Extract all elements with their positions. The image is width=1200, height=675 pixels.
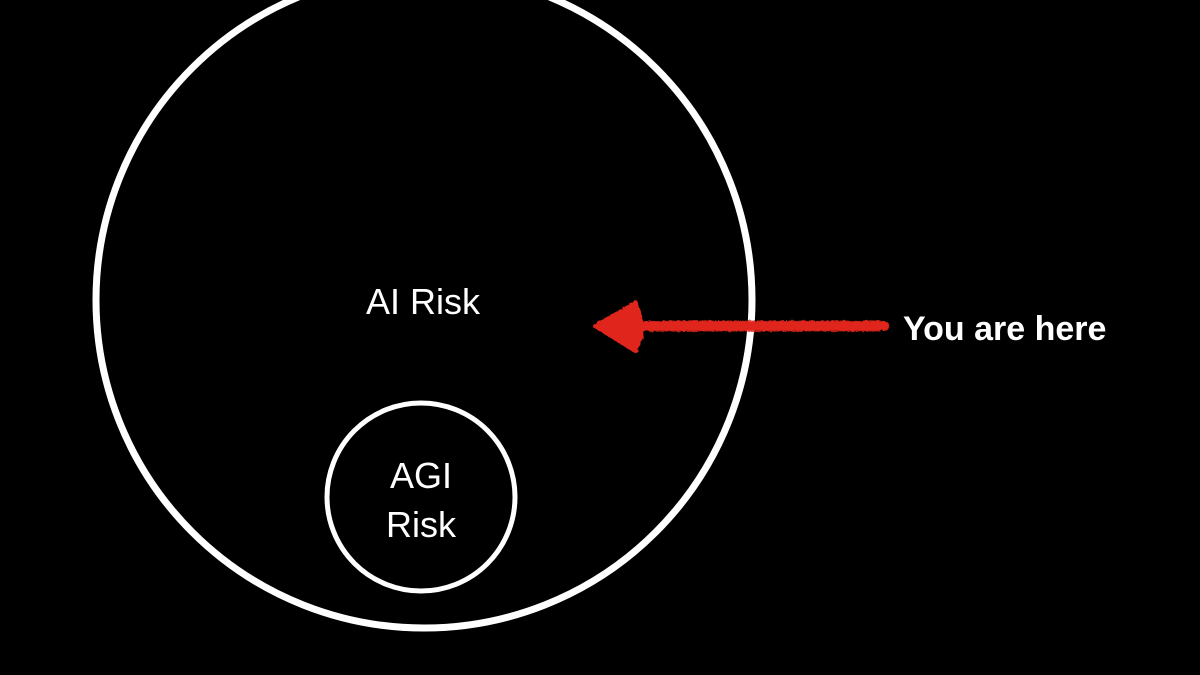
agi-risk-label-line2: Risk <box>386 504 457 545</box>
agi-risk-label-line1: AGI <box>390 455 452 496</box>
ai-risk-circle <box>92 0 756 632</box>
you-are-here-label: You are here <box>903 310 1106 348</box>
ai-risk-label: AI Risk <box>366 281 481 322</box>
agi-risk-circle <box>324 400 518 594</box>
red-arrow-icon <box>592 300 890 354</box>
